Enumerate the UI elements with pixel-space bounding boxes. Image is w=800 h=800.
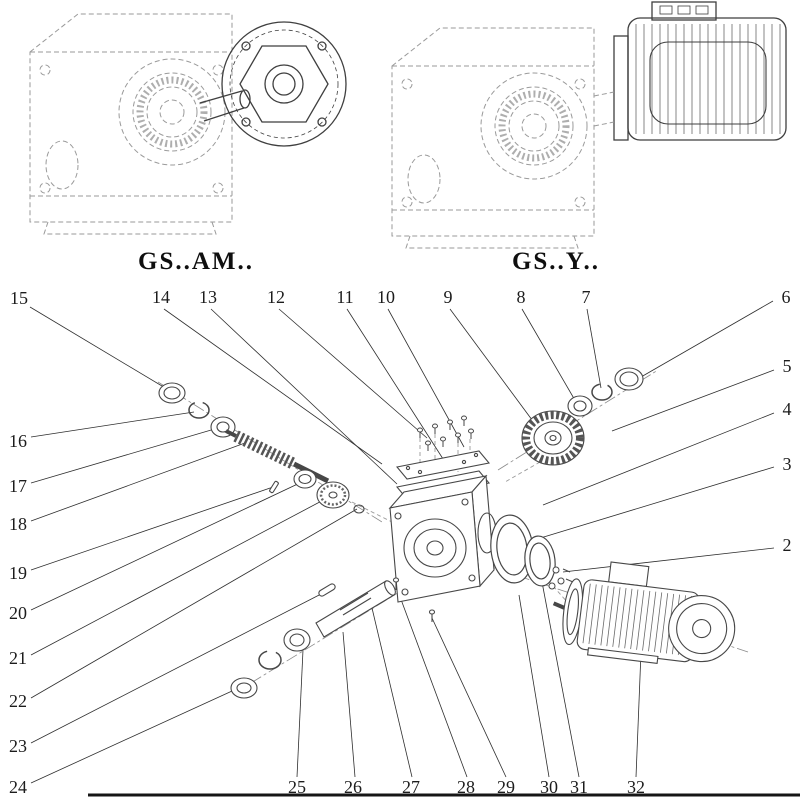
callout-3: 3: [782, 454, 792, 474]
input-seal-ring: [158, 382, 186, 404]
callout-10: 10: [377, 287, 395, 307]
small-screw-29: [428, 609, 436, 622]
flange-ring-large: [490, 514, 534, 584]
motor-front-flange: [562, 578, 584, 646]
output-key: [318, 583, 336, 597]
input-key-pin: [269, 480, 279, 494]
input-shaft-assembly: [158, 382, 365, 514]
callout-29: 29: [497, 777, 515, 797]
gear-circlip: [591, 383, 613, 401]
flange-fasteners: [548, 566, 574, 590]
callout-17: 17: [9, 476, 27, 496]
flange-ring-small: [524, 535, 556, 587]
callout-21: 21: [9, 648, 27, 668]
callout-28: 28: [457, 777, 475, 797]
gear-washer: [567, 395, 593, 417]
callout-26: 26: [344, 777, 362, 797]
callout-12: 12: [267, 287, 285, 307]
callout-11: 11: [336, 287, 354, 307]
motor-drawing: [593, 1, 787, 141]
output-shaft-keyway: [339, 592, 372, 616]
callout-6: 6: [781, 287, 791, 307]
motor-feet: [586, 647, 659, 665]
helical-gear-assembly: [521, 367, 644, 466]
housing-bore-outer: [403, 518, 467, 578]
housing-bore-inner: [413, 528, 457, 568]
callout-13: 13: [199, 287, 217, 307]
model-label-gs-y: GS..Y..: [511, 248, 601, 275]
worm-wheel-disc: [316, 481, 350, 509]
callout-9: 9: [443, 287, 453, 307]
callout-25: 25: [288, 777, 306, 797]
callout-7: 7: [581, 287, 591, 307]
output-bearing: [283, 628, 311, 652]
callout-24: 24: [9, 777, 27, 797]
output-circlip: [258, 650, 282, 670]
callout-2: 2: [782, 535, 792, 555]
input-bearing-2: [293, 469, 317, 489]
housing-front-face: [389, 491, 481, 603]
input-circlip: [188, 401, 210, 419]
motor-rear-cap: [668, 595, 736, 663]
input-o-ring: [353, 504, 365, 514]
callout-23: 23: [9, 736, 27, 756]
gearbox-housing-hidden-drawing: [29, 13, 233, 235]
callout-8: 8: [516, 287, 526, 307]
callout-32: 32: [627, 777, 645, 797]
cover-plate-holes: [405, 452, 479, 475]
gearbox-housing-hidden-drawing-right: [392, 28, 594, 248]
output-flange-assembly: [490, 514, 574, 590]
cover-screws: [417, 415, 474, 451]
callout-5: 5: [782, 356, 792, 376]
output-shaft-assembly: [230, 577, 436, 699]
worm-shaft-threads: [233, 430, 297, 470]
output-washer: [230, 677, 258, 699]
leader-lines: [29, 300, 775, 784]
callout-4: 4: [782, 399, 792, 419]
callout-15: 15: [10, 288, 28, 308]
callout-30: 30: [540, 777, 558, 797]
gear-teeth: [522, 411, 584, 465]
callout-14: 14: [152, 287, 170, 307]
output-flange-drawing: [199, 21, 347, 147]
callout-22: 22: [9, 691, 27, 711]
gear-bore: [549, 434, 557, 442]
worm-shaft-tip: [225, 429, 237, 438]
callout-20: 20: [9, 603, 27, 623]
gear-seal-ring: [614, 367, 644, 391]
model-label-gs-am: GS..AM..: [138, 248, 254, 275]
callout-16: 16: [9, 431, 27, 451]
callout-27: 27: [402, 777, 420, 797]
callout-19: 19: [9, 563, 27, 583]
exploded-motor: [552, 561, 736, 665]
output-shaft-end: [384, 580, 396, 596]
cover-plate: [395, 450, 491, 480]
callout-18: 18: [9, 514, 27, 534]
housing-bore-hub: [426, 540, 444, 556]
small-screw-28: [392, 577, 400, 590]
callout-31: 31: [570, 777, 588, 797]
gear-housing: [388, 474, 497, 603]
